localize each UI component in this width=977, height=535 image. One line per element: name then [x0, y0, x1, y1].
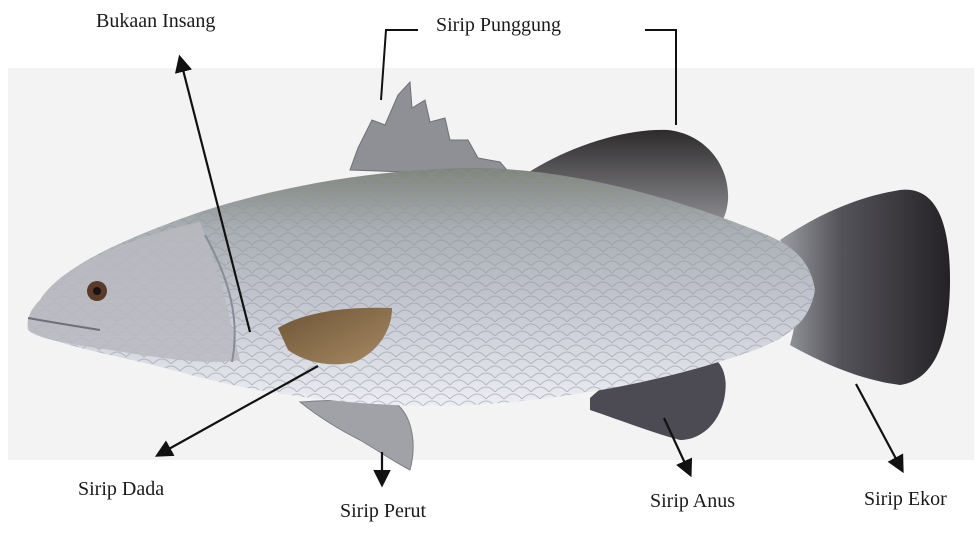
- label-pectoral-fin: Sirip Dada: [78, 478, 164, 501]
- label-pelvic-fin: Sirip Perut: [340, 500, 426, 523]
- label-tail-fin: Sirip Ekor: [864, 488, 947, 511]
- label-anal-fin: Sirip Anus: [650, 490, 735, 513]
- label-gill-opening: Bukaan Insang: [96, 10, 215, 33]
- label-dorsal-fin: Sirip Punggung: [436, 14, 561, 37]
- fish-pupil: [93, 287, 101, 295]
